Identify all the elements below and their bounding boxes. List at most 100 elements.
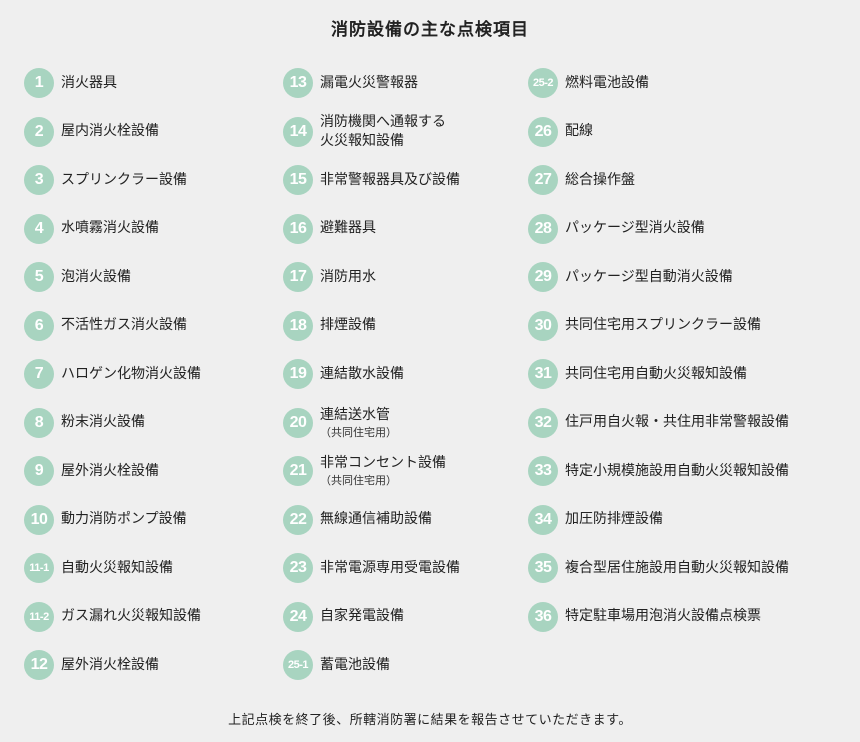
item-number-badge: 21 xyxy=(283,456,313,487)
item-label: 屋外消火栓設備 xyxy=(61,462,159,479)
item-number-badge: 13 xyxy=(283,68,313,99)
item-number-badge: 30 xyxy=(528,310,558,341)
item-label: 自動火災報知設備 xyxy=(61,559,173,576)
item-label-group: 非常警報器具及び設備 xyxy=(320,171,460,190)
item-number-badge: 2 xyxy=(24,116,54,147)
inspection-item: 32 住戸用自火報・共住用非常警報設備 xyxy=(528,399,853,448)
item-label-group: 蓄電池設備 xyxy=(320,656,390,675)
item-label-line2: 火災報知設備 xyxy=(320,132,404,149)
item-number-badge: 33 xyxy=(528,456,558,487)
item-label-group: 消火器具 xyxy=(61,74,117,93)
item-label: 非常電源専用受電設備 xyxy=(320,559,460,576)
item-number-badge: 4 xyxy=(24,213,54,244)
item-label-group: 自家発電設備 xyxy=(320,607,404,626)
item-label: 泡消火設備 xyxy=(61,268,131,285)
item-label: スプリンクラー設備 xyxy=(61,171,187,188)
item-label: 特定駐車場用泡消火設備点検票 xyxy=(565,608,761,625)
item-label: ガス漏れ火災報知設備 xyxy=(61,608,201,625)
item-label-group: 加圧防排煙設備 xyxy=(565,510,663,529)
item-label-group: ハロゲン化物消火設備 xyxy=(61,365,201,384)
item-label: 配線 xyxy=(565,123,593,140)
item-label-group: 燃料電池設備 xyxy=(565,74,649,93)
item-number-badge: 11-2 xyxy=(24,601,54,632)
item-number-badge: 10 xyxy=(24,504,54,535)
inspection-item: 13 漏電火災警報器 xyxy=(283,59,523,108)
item-label: 粉末消火設備 xyxy=(61,414,145,431)
item-number-badge: 35 xyxy=(528,553,558,584)
item-label: 連結散水設備 xyxy=(320,365,404,382)
item-label: 非常警報器具及び設備 xyxy=(320,171,460,188)
item-label: 消防用水 xyxy=(320,268,376,285)
item-label-group: 不活性ガス消火設備 xyxy=(61,316,187,335)
item-number-badge: 19 xyxy=(283,359,313,390)
item-number-badge: 5 xyxy=(24,262,54,293)
inspection-item: 31 共同住宅用自動火災報知設備 xyxy=(528,350,853,399)
inspection-item: 11-1 自動火災報知設備 xyxy=(24,544,274,593)
item-label-group: 配線 xyxy=(565,122,593,141)
item-label: 消防機関へ通報する xyxy=(320,113,446,130)
item-number-badge: 11-1 xyxy=(24,553,54,584)
item-label-group: 屋外消火栓設備 xyxy=(61,656,159,675)
item-number-badge: 3 xyxy=(24,165,54,196)
inspection-item: 5 泡消火設備 xyxy=(24,253,274,302)
item-label-group: 泡消火設備 xyxy=(61,268,131,287)
item-label-group: 漏電火災警報器 xyxy=(320,74,418,93)
item-label: 不活性ガス消火設備 xyxy=(61,317,187,334)
inspection-item: 10 動力消防ポンプ設備 xyxy=(24,496,274,545)
inspection-item: 21 非常コンセント設備 （共同住宅用） xyxy=(283,447,523,496)
item-number-badge: 28 xyxy=(528,213,558,244)
item-label: 避難器具 xyxy=(320,220,376,237)
inspection-item: 11-2 ガス漏れ火災報知設備 xyxy=(24,593,274,642)
item-label: 複合型居住施設用自動火災報知設備 xyxy=(565,559,789,576)
item-label: 非常コンセント設備 xyxy=(320,455,446,472)
item-label: 動力消防ポンプ設備 xyxy=(61,511,187,528)
item-label-group: 特定小規模施設用自動火災報知設備 xyxy=(565,462,789,481)
inspection-item: 19 連結散水設備 xyxy=(283,350,523,399)
item-label: 屋外消火栓設備 xyxy=(61,656,159,673)
item-label-group: 連結送水管（共同住宅用） xyxy=(320,406,397,440)
item-label: 排煙設備 xyxy=(320,317,376,334)
item-label: 住戸用自火報・共住用非常警報設備 xyxy=(565,414,789,431)
item-number-badge: 29 xyxy=(528,262,558,293)
item-number-badge: 16 xyxy=(283,213,313,244)
item-label-group: 自動火災報知設備 xyxy=(61,559,173,578)
item-number-badge: 25-2 xyxy=(528,68,558,99)
item-label: 燃料電池設備 xyxy=(565,74,649,91)
item-label-group: 非常電源専用受電設備 xyxy=(320,559,460,578)
inspection-item: 33 特定小規模施設用自動火災報知設備 xyxy=(528,447,853,496)
item-number-badge: 31 xyxy=(528,359,558,390)
item-number-badge: 17 xyxy=(283,262,313,293)
item-number-badge: 36 xyxy=(528,601,558,632)
item-label-group: 共同住宅用自動火災報知設備 xyxy=(565,365,747,384)
item-label: 水噴霧消火設備 xyxy=(61,220,159,237)
item-sublabel: （共同住宅用） xyxy=(320,474,397,488)
item-label-group: 粉末消火設備 xyxy=(61,413,145,432)
item-label: 特定小規模施設用自動火災報知設備 xyxy=(565,462,789,479)
item-label-group: 消防用水 xyxy=(320,268,376,287)
item-label-group: 屋外消火栓設備 xyxy=(61,462,159,481)
item-label: 自家発電設備 xyxy=(320,608,404,625)
item-number-badge: 12 xyxy=(24,650,54,681)
footer-note: 上記点検を終了後、所轄消防署に結果を報告させていただきます。 xyxy=(228,713,632,728)
item-number-badge: 27 xyxy=(528,165,558,196)
item-number-badge: 32 xyxy=(528,407,558,438)
item-label: 加圧防排煙設備 xyxy=(565,511,663,528)
item-number-badge: 24 xyxy=(283,601,313,632)
item-label-group: 特定駐車場用泡消火設備点検票 xyxy=(565,607,761,626)
